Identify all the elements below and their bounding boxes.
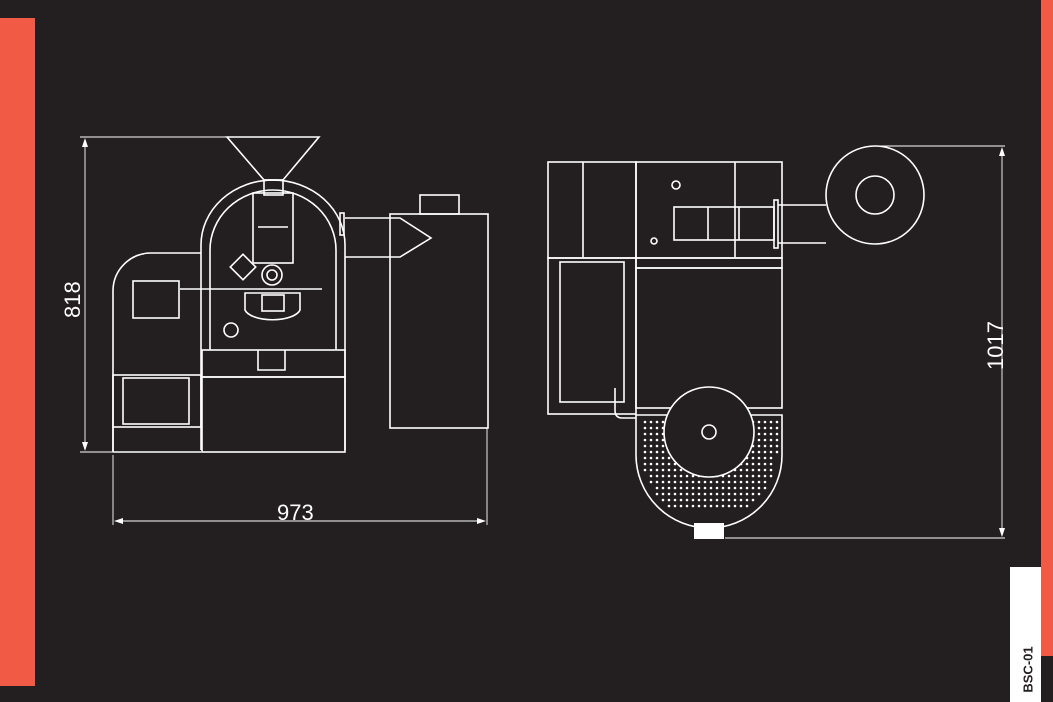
height-dimension-label: 818 — [60, 281, 85, 318]
depth-dimension-label: 1017 — [983, 321, 1008, 370]
front-view: 818 973 — [60, 136, 489, 525]
left-accent-bar — [0, 18, 35, 686]
right-accent-bar — [1041, 0, 1053, 656]
width-dimension-label: 973 — [277, 500, 314, 525]
model-tag: BSC-01 — [1010, 567, 1041, 702]
side-view: 1017 — [547, 145, 1008, 539]
